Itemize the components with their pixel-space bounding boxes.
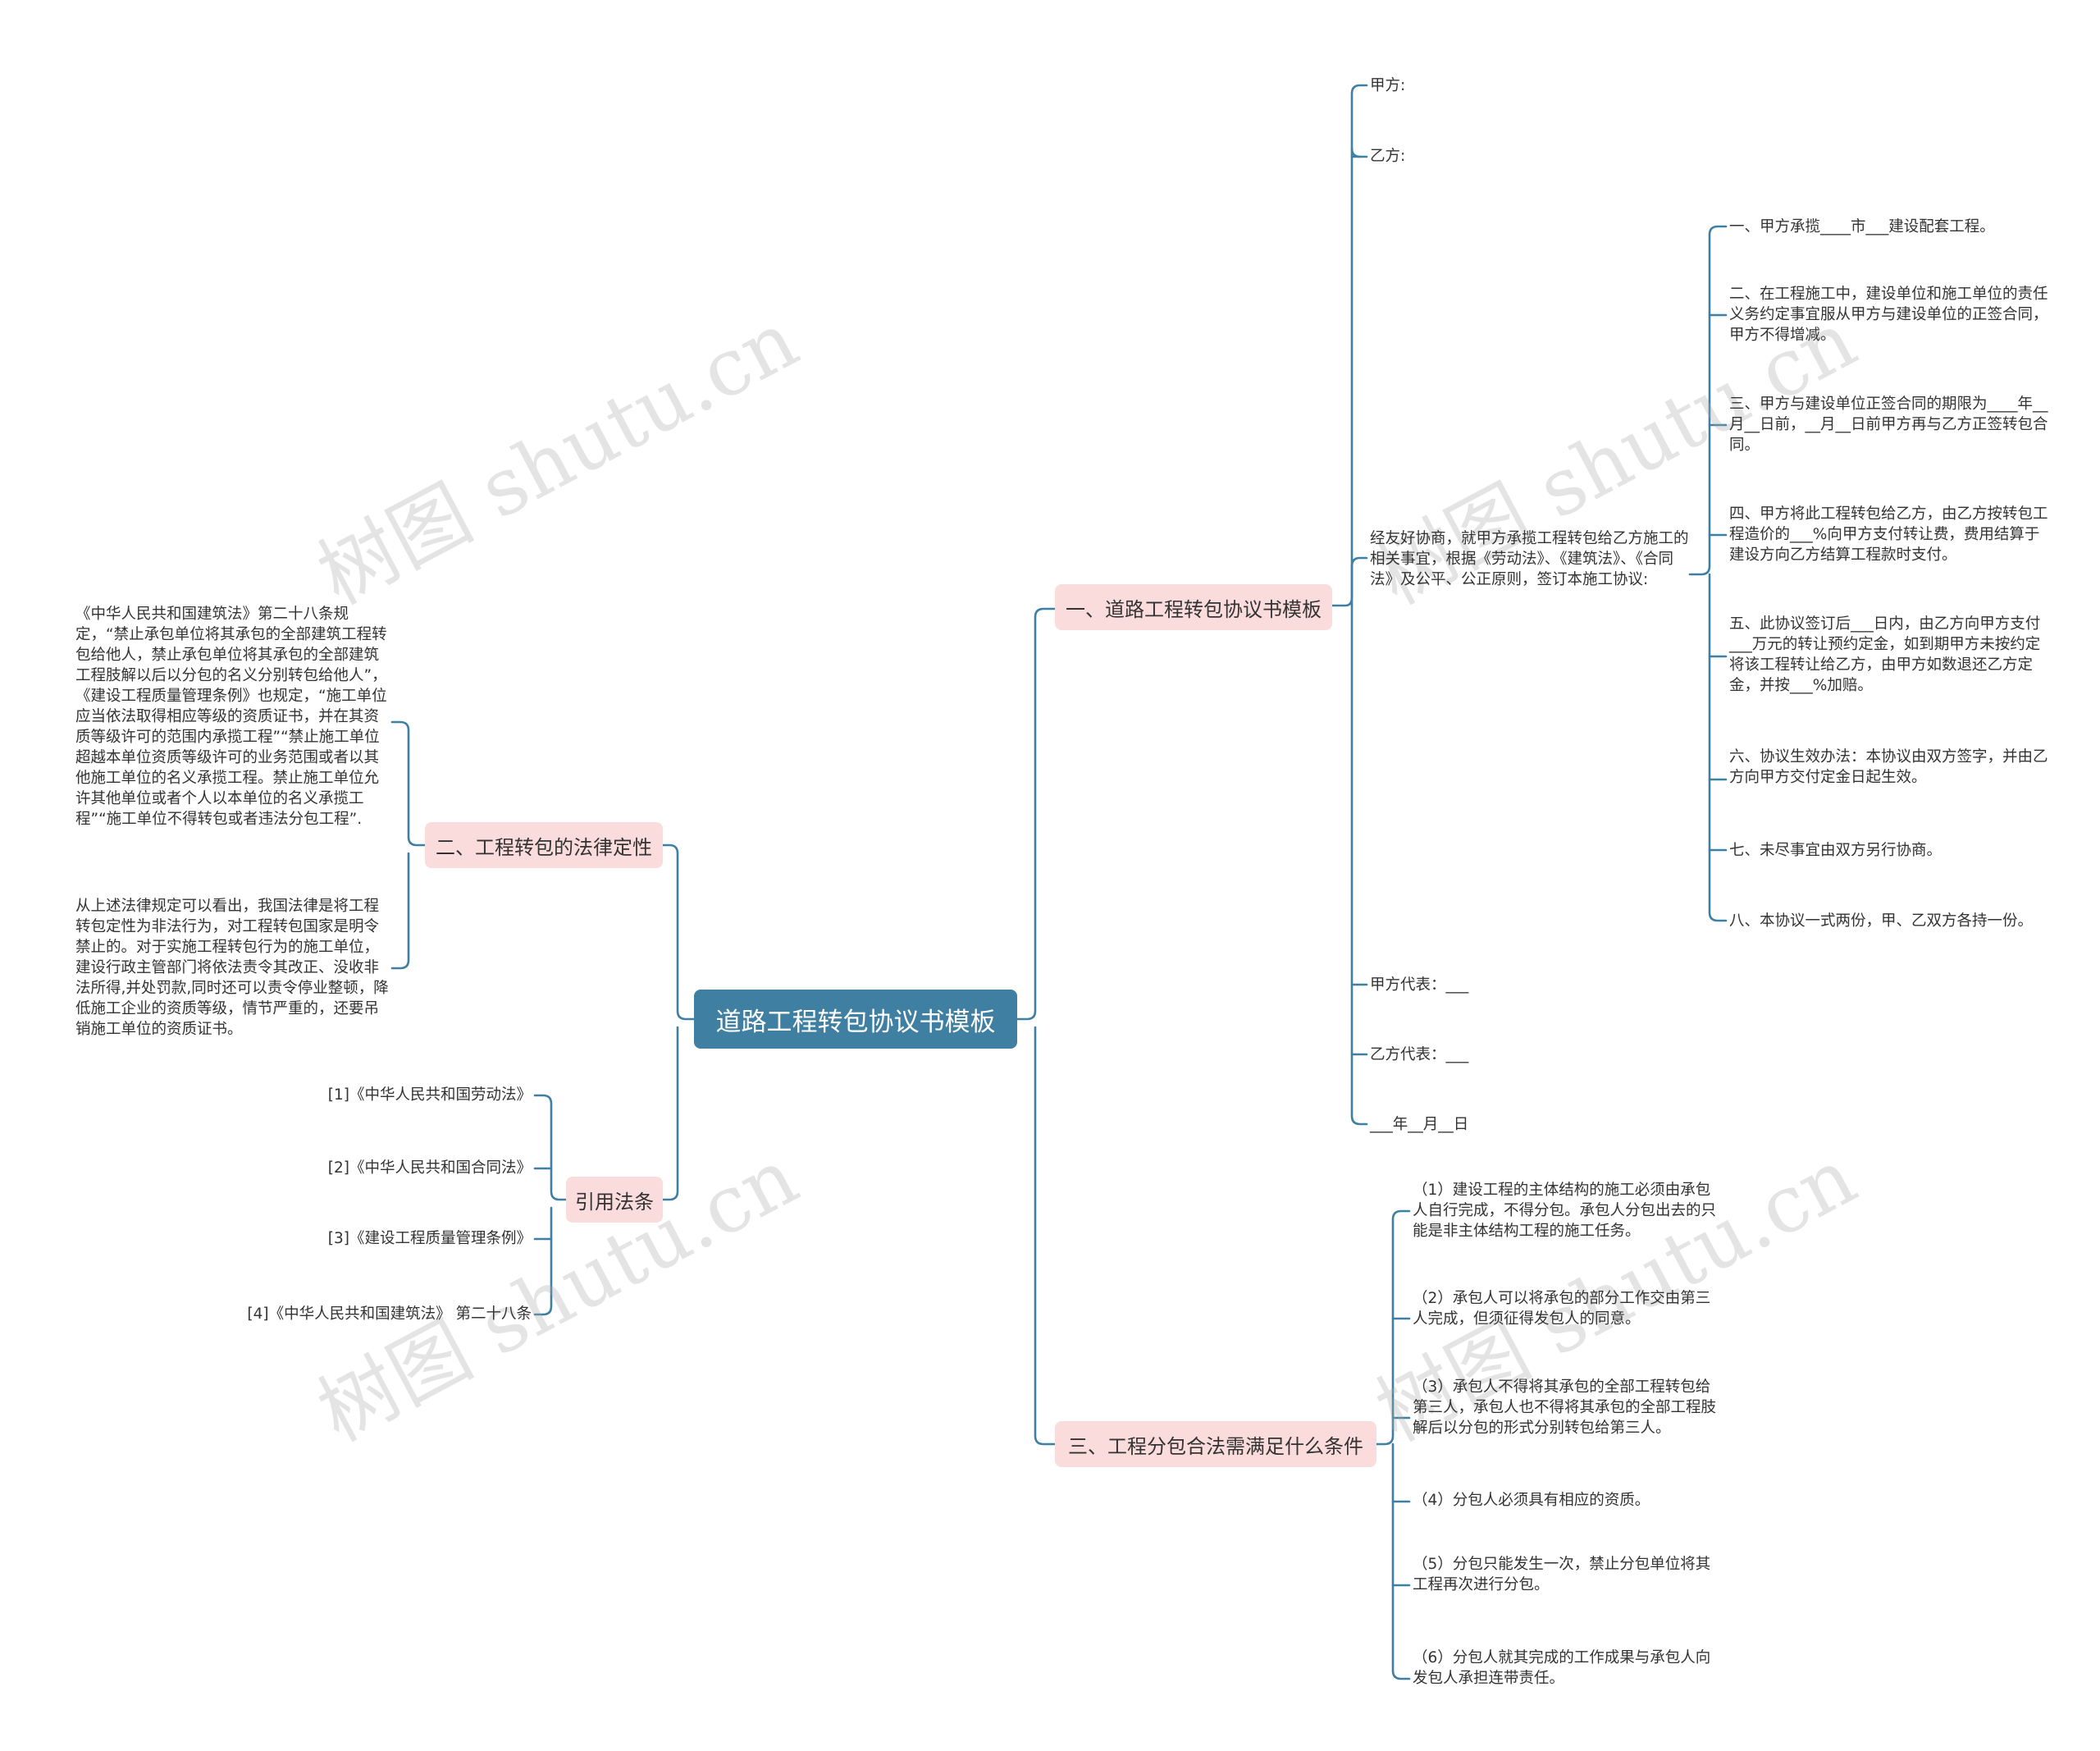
central-topic[interactable]: 道路工程转包协议书模板 [694,990,1017,1049]
clause-item: 六、协议生效办法：本协议由双方签字，并由乙方向甲方交付定金日起生效。 [1729,748,2048,786]
law-reference: [4]《中华人民共和国建筑法》 第二十八条 [247,1305,532,1323]
law-reference: [3]《建设工程质量管理条例》 [327,1230,532,1247]
law-reference: [1]《中华人民共和国劳动法》 [327,1086,532,1104]
party-a-representative: 甲方代表：___ [1370,976,1469,994]
branch-legal-nature[interactable]: 二、工程转包的法律定性 [425,822,663,868]
party-b-representative: 乙方代表：___ [1370,1046,1469,1063]
party-a-label: 甲方: [1370,77,1406,94]
party-b-label: 乙方: [1370,148,1406,165]
branch-subcontract-conditions[interactable]: 三、工程分包合法需满足什么条件 [1055,1421,1376,1467]
legal-nature-text: 《中华人民共和国建筑法》第二十八条规定，“禁止承包单位将其承包的全部建筑工程转包… [75,606,387,828]
condition-item: （5）分包只能发生一次，禁止分包单位将其工程再次进行分包。 [1413,1556,1711,1593]
condition-item: （6）分包人就其完成的工作成果与承包人向发包人承担连带责任。 [1413,1649,1711,1687]
condition-item: （1）建设工程的主体结构的施工必须由承包人自行完成，不得分包。承包人分包出去的只… [1413,1182,1717,1240]
law-reference: [2]《中华人民共和国合同法》 [327,1159,532,1177]
clause-item: 四、甲方将此工程转包给乙方，由乙方按转包工程造价的___%向甲方支付转让费，费用… [1729,505,2048,564]
condition-item: （4）分包人必须具有相应的资质。 [1413,1492,1650,1509]
branch-cited-laws[interactable]: 引用法条 [566,1177,663,1223]
clause-item: 一、甲方承揽____市___建设配套工程。 [1729,218,1995,235]
condition-item: （3）承包人不得将其承包的全部工程转包给第三人，承包人也不得将其承包的全部工程肢… [1413,1378,1717,1437]
clause-item: 八、本协议一式两份，甲、乙双方各持一份。 [1729,912,2034,930]
condition-item: （2）承包人可以将承包的部分工作交由第三人完成，但须征得发包人的同意。 [1413,1290,1711,1328]
signing-date: ___年__月__日 [1370,1116,1469,1133]
agreement-intro: 经友好协商，就甲方承揽工程转包给乙方施工的相关事宜，根据《劳动法》、《建筑法》、… [1370,530,1689,588]
clause-item: 二、在工程施工中，建设单位和施工单位的责任义务约定事宜服从甲方与建设单位的正签合… [1729,286,2048,344]
clause-item: 三、甲方与建设单位正签合同的期限为____年__月__日前，__月__日前甲方再… [1729,395,2048,454]
legal-nature-text: 从上述法律规定可以看出，我国法律是将工程转包定性为非法行为，对工程转包国家是明令… [75,898,389,1038]
clause-item: 七、未尽事宜由双方另行协商。 [1729,842,1942,859]
branch-agreement-template[interactable]: 一、道路工程转包协议书模板 [1055,584,1332,630]
clause-item: 五、此协议签订后___日内，由乙方向甲方支付___万元的转让预约定金，如到期甲方… [1729,615,2041,694]
